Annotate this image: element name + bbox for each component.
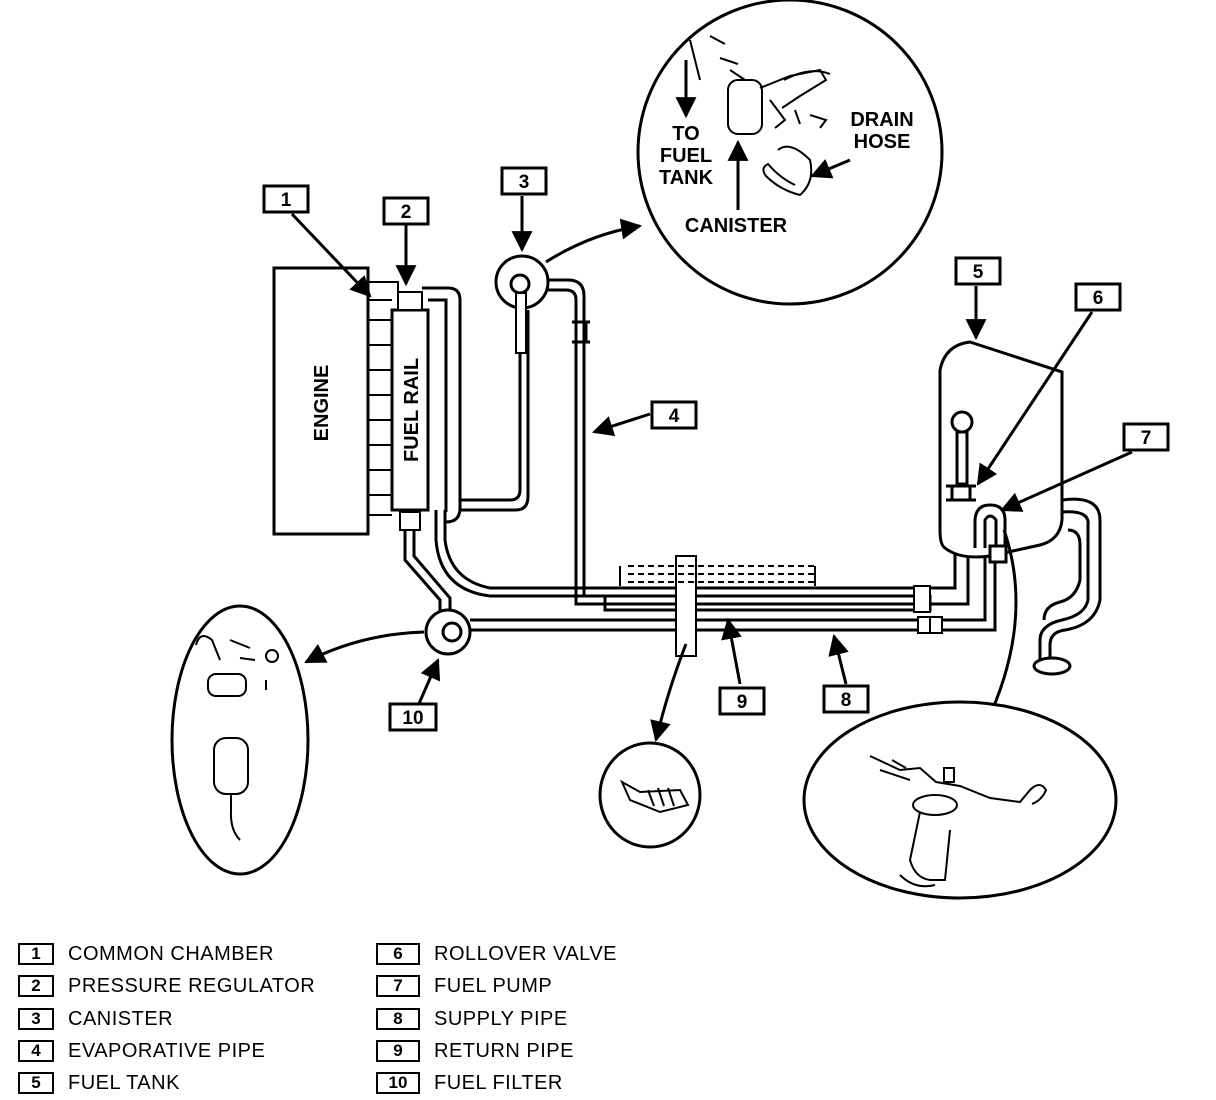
inset-canister: TO FUEL TANK DRAIN HOSE CANISTER	[636, 0, 944, 306]
svg-text:7: 7	[1141, 428, 1152, 449]
inset-pipe-clamp	[598, 741, 702, 849]
callout-9: 9	[718, 686, 766, 716]
engine-block: ENGINE	[272, 266, 399, 536]
pipe-shield	[619, 555, 816, 657]
callout-3: 3	[500, 166, 548, 196]
legend-item-8: 8 SUPPLY PIPE	[376, 1005, 568, 1033]
callout-1: 1	[262, 184, 310, 214]
canister-component	[494, 254, 590, 354]
callout-2: 2	[382, 196, 430, 226]
callout-5: 5	[954, 256, 1002, 286]
drain-hose-line2: HOSE	[854, 131, 911, 153]
to-fuel-tank-line3: TANK	[659, 167, 714, 189]
legend-item-6: 6 ROLLOVER VALVE	[376, 940, 617, 968]
callout-4: 4	[650, 400, 698, 430]
inset-fuel-filter	[170, 604, 310, 876]
legend-item-2: 2 PRESSURE REGULATOR	[18, 972, 315, 1000]
inset-fuel-pump	[802, 700, 1118, 900]
to-fuel-tank-line1: TO	[672, 123, 699, 145]
legend-item-5: 5 FUEL TANK	[18, 1069, 180, 1097]
fuel-filter-component	[424, 608, 472, 656]
svg-text:1: 1	[281, 190, 292, 211]
svg-text:2: 2	[401, 202, 412, 223]
callout-8: 8	[822, 684, 870, 714]
svg-text:3: 3	[519, 172, 530, 193]
legend-item-7: 7 FUEL PUMP	[376, 972, 552, 1000]
legend-item-4: 4 EVAPORATIVE PIPE	[18, 1037, 265, 1065]
engine-label: ENGINE	[311, 365, 333, 442]
legend-item-10: 10 FUEL FILTER	[376, 1069, 563, 1097]
to-fuel-tank-line2: FUEL	[660, 145, 712, 167]
svg-text:6: 6	[1093, 288, 1104, 309]
callout-10: 10	[388, 702, 438, 732]
callout-boxes: 1 2 3 4 5 6 7 8 9 10	[262, 166, 1170, 732]
svg-text:10: 10	[402, 708, 423, 729]
pipes	[403, 278, 997, 632]
tank-connectors	[913, 585, 943, 634]
legend-item-9: 9 RETURN PIPE	[376, 1037, 574, 1065]
svg-text:5: 5	[973, 262, 984, 283]
fuel-rail: FUEL RAIL	[390, 291, 430, 531]
drain-hose-line1: DRAIN	[850, 109, 913, 131]
fuel-rail-label: FUEL RAIL	[401, 358, 423, 462]
callout-7: 7	[1122, 422, 1170, 452]
svg-text:8: 8	[841, 690, 852, 711]
fuel-tank	[938, 340, 1102, 676]
legend-item-3: 3 CANISTER	[18, 1005, 173, 1033]
legend-item-1: 1 COMMON CHAMBER	[18, 940, 274, 968]
legend: 1 COMMON CHAMBER 2 PRESSURE REGULATOR 3 …	[14, 938, 714, 1098]
svg-text:4: 4	[669, 406, 680, 427]
callout-arrows	[290, 196, 1133, 743]
callout-6: 6	[1074, 282, 1122, 312]
canister-inset-label: CANISTER	[685, 215, 788, 237]
svg-text:9: 9	[737, 692, 748, 713]
